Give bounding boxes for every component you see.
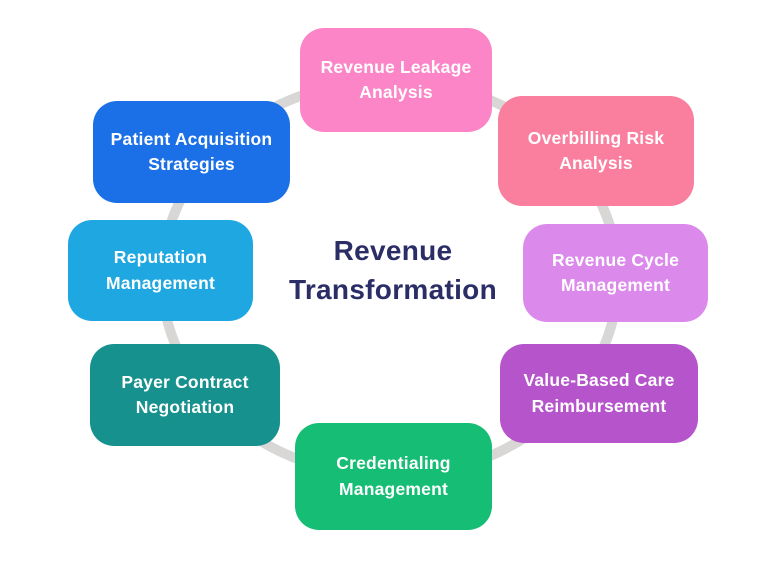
- node-label: Patient Acquisition Strategies: [110, 128, 273, 174]
- node-label: Overbilling Risk Analysis: [527, 127, 665, 173]
- node-value-based-care-reimbursement: Value-Based Care Reimbursement: [500, 344, 698, 443]
- node-revenue-cycle-management: Revenue Cycle Management: [523, 224, 708, 322]
- node-label: Reputation Management: [106, 247, 215, 293]
- node-reputation-management: Reputation Management: [68, 220, 253, 321]
- node-label: Revenue Leakage Analysis: [320, 56, 472, 102]
- node-label: Credentialing Management: [336, 453, 451, 499]
- node-label: Value-Based Care Reimbursement: [523, 370, 675, 416]
- node-credentialing-management: Credentialing Management: [295, 423, 492, 530]
- node-overbilling-risk-analysis: Overbilling Risk Analysis: [498, 96, 694, 206]
- node-revenue-leakage-analysis: Revenue Leakage Analysis: [300, 28, 492, 132]
- node-payer-contract-negotiation: Payer Contract Negotiation: [90, 344, 280, 446]
- title-line-1: Revenue: [333, 235, 453, 266]
- node-patient-acquisition-strategies: Patient Acquisition Strategies: [93, 101, 290, 203]
- diagram-center-title: Revenue Transformation: [253, 231, 533, 309]
- node-label: Payer Contract Negotiation: [121, 371, 249, 417]
- title-line-2: Transformation: [288, 274, 497, 306]
- node-label: Revenue Cycle Management: [551, 249, 680, 295]
